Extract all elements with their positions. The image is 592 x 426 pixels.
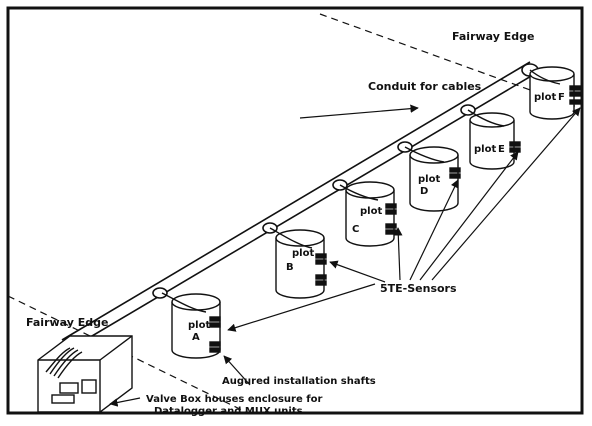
plot-b-cylinder	[269, 227, 327, 299]
plot-a-cylinder	[161, 292, 221, 359]
plot-d-letter: D	[420, 186, 428, 197]
plot-c-word: plot	[360, 206, 382, 217]
plot-b-letter: B	[286, 262, 294, 273]
plot-f-cylinder	[529, 66, 581, 120]
plot-e-letter: E	[498, 144, 505, 155]
sensors-label: 5TE-Sensors	[380, 282, 457, 295]
valve-box	[37, 335, 133, 413]
plot-c-cylinder	[339, 181, 397, 247]
conduit-pipe	[61, 61, 539, 350]
valve-box-label-line1: Valve Box houses enclosure for	[146, 394, 322, 405]
valve-box-label-line2: Datalogger and MUX units	[154, 406, 303, 417]
plot-a-word: plot	[188, 320, 210, 331]
plot-e-word: plot	[474, 144, 496, 155]
fairway-edge-top-label: Fairway Edge	[452, 30, 534, 43]
plot-a-letter: A	[192, 332, 200, 343]
diagram-frame	[6, 6, 584, 415]
shafts-label: Augured installation shafts	[222, 376, 376, 387]
plot-e-cylinder	[467, 109, 521, 170]
sensor-arrows	[109, 104, 581, 407]
plot-f-word: plot	[534, 92, 556, 103]
conduit-label: Conduit for cables	[368, 80, 482, 93]
plot-c-letter: C	[352, 224, 359, 235]
fairway-edge-left-label: Fairway Edge	[26, 316, 108, 329]
plot-b-word: plot	[292, 248, 314, 259]
plot-f-letter: F	[558, 92, 565, 103]
plot-d-word: plot	[418, 174, 440, 185]
plot-d-cylinder	[404, 146, 461, 212]
